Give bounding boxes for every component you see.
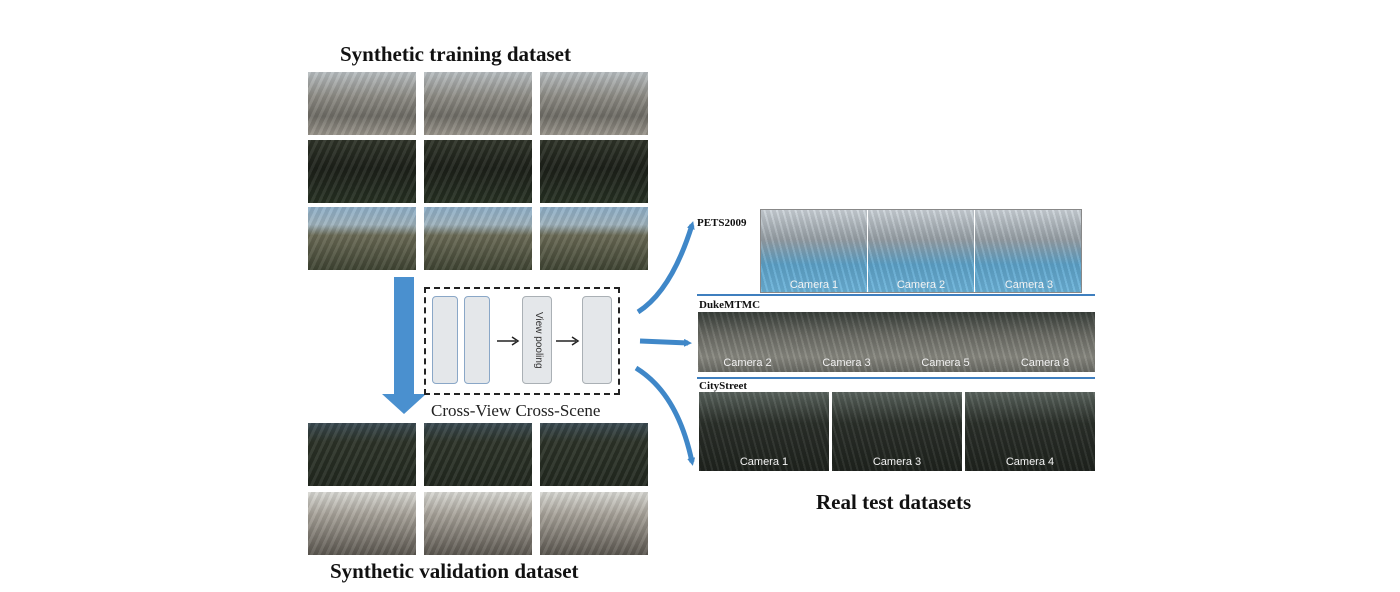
view-pooling-block — [522, 296, 552, 384]
camera-label: Camera 2 — [723, 357, 772, 369]
divider — [697, 294, 1095, 296]
camera-view: Camera 3 — [975, 210, 1081, 292]
training-dataset-title: Synthetic training dataset — [340, 42, 571, 66]
citystreet-label: CityStreet — [699, 380, 748, 392]
camera-view: Camera 1 — [761, 210, 867, 292]
training-image — [308, 207, 416, 270]
arrow-to-dukemtmc — [639, 338, 692, 347]
model-box — [424, 287, 620, 395]
training-image — [424, 140, 532, 203]
camera-label: Camera 8 — [1020, 357, 1070, 369]
training-image — [308, 72, 416, 135]
camera-view: Camera 8 — [995, 312, 1095, 372]
camera-view: Camera 2 — [868, 210, 974, 292]
camera-label: Camera 3 — [1004, 279, 1054, 291]
validation-image — [540, 423, 648, 486]
validation-image — [424, 423, 532, 486]
camera-label: Camera 4 — [1005, 456, 1055, 468]
view-pooling-label: View pooling — [533, 312, 544, 369]
camera-view: Camera 1 — [699, 392, 829, 471]
dukemtmc-strip: Camera 2 Camera 3 Camera 5 Camera 8 — [698, 312, 1095, 372]
arrow-to-citystreet — [634, 365, 696, 466]
validation-image — [424, 492, 532, 555]
camera-label: Camera 1 — [789, 279, 839, 291]
validation-image — [308, 423, 416, 486]
real-test-datasets-title: Real test datasets — [816, 490, 972, 514]
validation-image — [308, 492, 416, 555]
model-caption: Cross-View Cross-Scene — [431, 401, 601, 420]
camera-view: Camera 3 — [797, 312, 896, 372]
train-to-validation-arrow — [382, 277, 426, 414]
camera-view: Camera 4 — [965, 392, 1095, 471]
camera-view: Camera 5 — [896, 312, 995, 372]
validation-dataset-title: Synthetic validation dataset — [330, 559, 579, 583]
validation-image — [540, 492, 648, 555]
training-image — [540, 207, 648, 270]
training-image — [424, 72, 532, 135]
camera-view: Camera 2 — [698, 312, 797, 372]
training-image — [308, 140, 416, 203]
pets2009-strip: Camera 1 Camera 2 Camera 3 — [760, 209, 1082, 293]
output-block — [582, 296, 612, 384]
camera-label: Camera 5 — [921, 357, 970, 369]
training-image — [540, 140, 648, 203]
citystreet-strip: Camera 1 Camera 3 Camera 4 — [699, 392, 1095, 471]
camera-view: Camera 3 — [832, 392, 962, 471]
column-block — [464, 296, 490, 384]
dukemtmc-label: DukeMTMC — [699, 299, 761, 311]
arrow-to-pets2009 — [636, 221, 695, 315]
divider — [697, 377, 1095, 379]
camera-label: Camera 2 — [896, 279, 946, 291]
training-image — [540, 72, 648, 135]
camera-label: Camera 1 — [739, 456, 789, 468]
pets2009-label: PETS2009 — [697, 217, 747, 229]
camera-label: Camera 3 — [872, 456, 922, 468]
column-block — [432, 296, 458, 384]
camera-label: Camera 3 — [822, 357, 871, 369]
training-image — [424, 207, 532, 270]
